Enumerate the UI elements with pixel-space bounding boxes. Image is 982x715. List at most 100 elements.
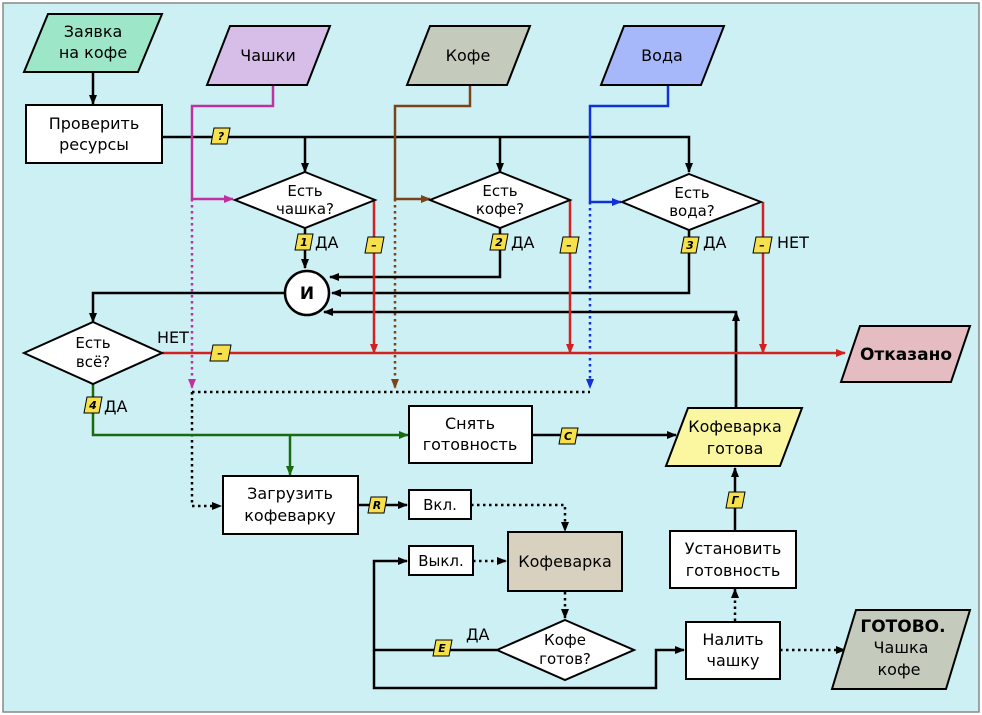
- svg-text:–: –: [371, 239, 377, 252]
- maker-ready-line2: готова: [707, 439, 764, 458]
- remove-ready-line2: готовность: [423, 435, 518, 454]
- load-line2: кофеварку: [244, 506, 336, 525]
- has-all-line1: Есть: [75, 334, 110, 352]
- node-water: Вода: [599, 25, 726, 86]
- check-line2: ресурсы: [59, 135, 129, 154]
- node-off: Выкл.: [408, 545, 474, 576]
- tag-q: ?: [210, 127, 231, 145]
- coffee-yes-label: ДА: [511, 233, 535, 252]
- has-coffee-line1: Есть: [482, 182, 517, 200]
- svg-text:2: 2: [495, 236, 503, 249]
- done-title: ГОТОВО.: [860, 617, 945, 637]
- set-ready-line2: готовность: [686, 561, 781, 580]
- connectors: [89, 72, 846, 690]
- node-check-resources: Проверить ресурсы: [25, 104, 163, 164]
- request-line2: на кофе: [59, 43, 127, 62]
- set-ready-line1: Установить: [685, 539, 782, 558]
- has-cup-line2: чашка?: [276, 200, 334, 218]
- svg-text:R: R: [373, 499, 381, 512]
- node-has-all: Есть всё?: [21, 320, 165, 386]
- node-has-water: Есть вода?: [619, 172, 764, 232]
- coffee-maker-label: Кофеварка: [518, 552, 612, 571]
- edge-resources-load: [190, 392, 222, 510]
- done-line2: кофе: [878, 660, 921, 679]
- rejected-label: Отказано: [860, 345, 952, 365]
- tag-g: Г: [725, 491, 746, 509]
- svg-text:?: ?: [218, 130, 225, 143]
- svg-text:3: 3: [686, 239, 694, 252]
- node-has-cup: Есть чашка?: [232, 170, 378, 230]
- water-label: Вода: [641, 46, 683, 65]
- node-maker-ready: Кофеварка готова: [664, 407, 804, 467]
- edge-and-hasall: [89, 291, 284, 323]
- node-pour-cup: Налить чашку: [685, 621, 781, 680]
- on-label: Вкл.: [423, 496, 457, 514]
- tag-3: 3: [680, 236, 700, 254]
- pour-line1: Налить: [702, 630, 763, 649]
- hasall-yes-label: ДА: [104, 397, 128, 416]
- svg-text:1: 1: [300, 236, 308, 249]
- remove-ready-line1: Снять: [445, 414, 495, 433]
- edge-on-maker: [471, 503, 569, 532]
- tag-1: 1: [294, 233, 314, 251]
- water-no-label: НЕТ: [777, 233, 809, 252]
- tag-e: E: [432, 639, 453, 657]
- svg-text:4: 4: [88, 399, 97, 412]
- water-yes-label: ДА: [703, 233, 727, 252]
- svg-text:E: E: [438, 642, 446, 655]
- edge-coffee-input: [393, 85, 472, 203]
- tag-4: 4: [83, 396, 103, 414]
- has-water-line2: вода?: [669, 202, 715, 220]
- coffee-ready-line2: готов?: [539, 650, 591, 668]
- tag-minus-cup: –: [364, 236, 385, 254]
- node-set-ready: Установить готовность: [669, 530, 797, 589]
- edge-cups-input: [190, 85, 275, 203]
- edge-ready-pour: [372, 646, 685, 690]
- maker-ready-line1: Кофеварка: [688, 417, 782, 436]
- edge-check-bus: [161, 135, 693, 173]
- pour-line2: чашку: [706, 651, 759, 670]
- svg-text:–: –: [217, 347, 223, 360]
- coffee-ready-line1: Кофе: [544, 631, 586, 649]
- node-done: ГОТОВО. Чашка кофе: [830, 609, 972, 690]
- tag-minus-hasall: –: [209, 344, 232, 362]
- edge-water-input: [588, 85, 670, 206]
- request-line1: Заявка: [64, 22, 123, 41]
- svg-text:С: С: [564, 430, 572, 443]
- coffee-label: Кофе: [446, 46, 491, 65]
- coffee-ready-yes-label: ДА: [466, 625, 490, 644]
- node-rejected: Отказано: [839, 325, 972, 383]
- tag-r: R: [367, 496, 388, 514]
- has-cup-line1: Есть: [287, 182, 322, 200]
- tag-minus-coffee: –: [559, 236, 580, 254]
- done-line1: Чашка: [874, 638, 929, 657]
- check-line1: Проверить: [49, 114, 140, 133]
- tag-minus-water: –: [752, 236, 773, 254]
- node-cups: Чашки: [205, 25, 332, 86]
- cups-label: Чашки: [240, 46, 295, 65]
- load-line1: Загрузить: [247, 484, 333, 503]
- cup-yes-label: ДА: [315, 233, 339, 252]
- node-load-maker: Загрузить кофеварку: [222, 475, 359, 535]
- svg-text:–: –: [759, 239, 765, 252]
- off-label: Выкл.: [418, 552, 464, 570]
- node-on: Вкл.: [408, 489, 472, 520]
- node-remove-ready: Снять готовность: [408, 405, 533, 464]
- has-water-line1: Есть: [674, 184, 709, 202]
- svg-text:Г: Г: [731, 494, 739, 507]
- has-all-line2: всё?: [76, 353, 110, 371]
- svg-text:–: –: [566, 239, 572, 252]
- node-coffee-maker: Кофеварка: [507, 531, 623, 592]
- tags: ? 1 – 2 – 3 – – 4 С R Г E: [83, 127, 773, 657]
- node-and: И: [283, 269, 331, 317]
- tag-c: С: [558, 427, 579, 445]
- has-coffee-line2: кофе?: [476, 200, 524, 218]
- tag-2: 2: [489, 233, 509, 251]
- node-coffee-ready: Кофе готов?: [494, 618, 637, 682]
- hasall-no-label: НЕТ: [157, 328, 189, 347]
- node-request: Заявка на кофе: [22, 13, 164, 73]
- node-has-coffee: Есть кофе?: [427, 170, 573, 230]
